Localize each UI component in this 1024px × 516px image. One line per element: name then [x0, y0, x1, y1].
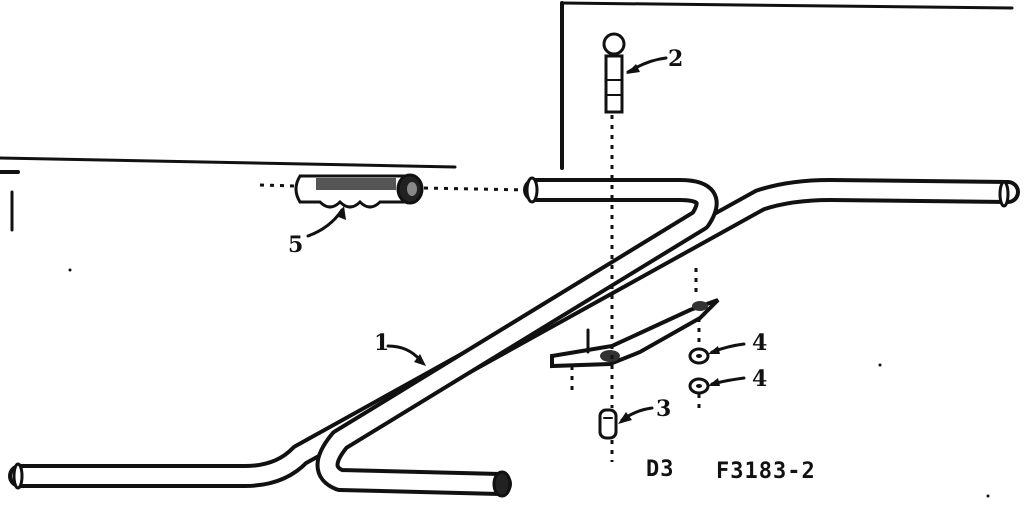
s-tube-end-bottom [492, 470, 512, 498]
tube-end-left [12, 462, 24, 490]
callout-1: 1 [374, 330, 389, 356]
assembly-lines [259, 115, 701, 462]
tube-end-right [998, 180, 1010, 208]
leader-lines [306, 56, 746, 424]
callout-5: 5 [288, 232, 303, 258]
callout-4-upper: 4 [752, 330, 767, 356]
callout-4-lower: 4 [752, 366, 767, 392]
s-tube-end-top [525, 176, 539, 204]
handle-tube [8, 178, 1020, 490]
bolt [602, 32, 626, 114]
callout-3: 3 [656, 396, 671, 422]
callout-2: 2 [668, 46, 683, 72]
nut [598, 408, 618, 440]
figure-code: F3183-2 [716, 459, 816, 484]
hand-grip [294, 173, 424, 209]
s-handle-tube [315, 176, 719, 498]
section-code: D3 [646, 457, 675, 482]
frame-lines [0, 1, 1014, 232]
washers [688, 347, 710, 395]
